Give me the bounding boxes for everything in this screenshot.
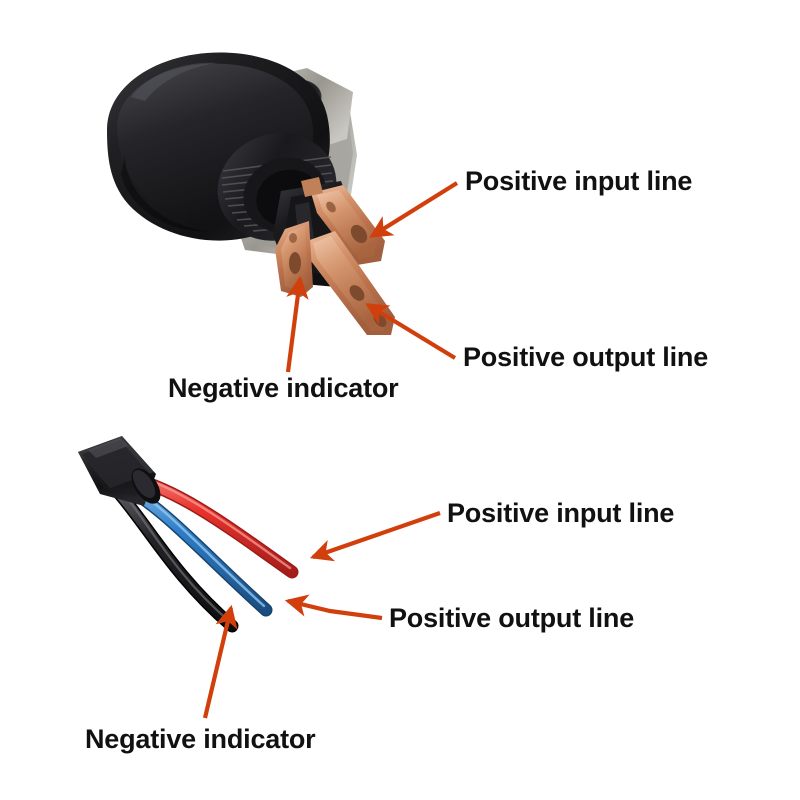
harness-photo bbox=[78, 436, 299, 633]
arrow-switch-negative-indicator bbox=[285, 275, 309, 373]
label-harness-negative-indicator: Negative indicator bbox=[85, 724, 316, 754]
switch-photo bbox=[107, 52, 395, 335]
label-switch-negative-indicator: Negative indicator bbox=[168, 373, 399, 403]
cable-sheath bbox=[78, 436, 161, 506]
label-harness-positive-input: Positive input line bbox=[447, 498, 675, 528]
label-switch-positive-input: Positive input line bbox=[465, 166, 693, 196]
label-harness-positive-output: Positive output line bbox=[389, 603, 635, 633]
switch-terminal-positive-input bbox=[311, 185, 385, 265]
terminal-nub bbox=[301, 177, 323, 197]
arrow-harness-positive-output bbox=[284, 594, 383, 621]
arrow-harness-positive-input bbox=[309, 511, 441, 562]
arrow-switch-positive-input bbox=[369, 181, 459, 238]
arrow-harness-negative-indicator bbox=[202, 604, 238, 719]
arrow-switch-positive-output bbox=[365, 303, 457, 360]
label-switch-positive-output: Positive output line bbox=[463, 342, 709, 372]
